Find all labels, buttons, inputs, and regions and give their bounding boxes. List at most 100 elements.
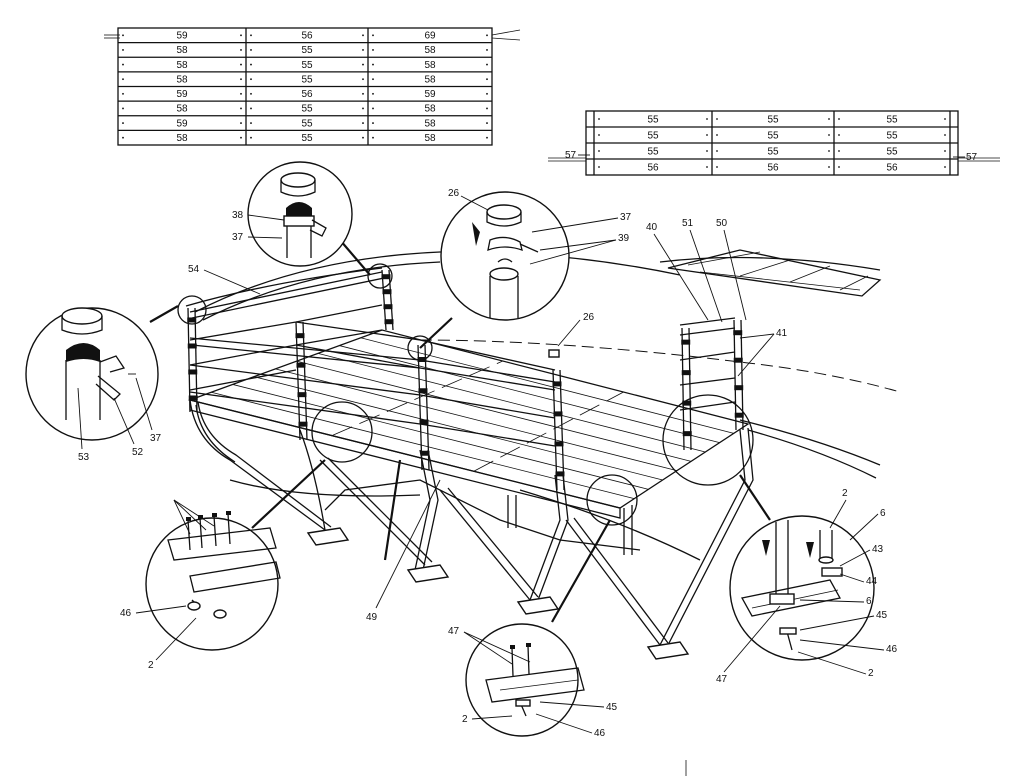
nail-dot	[828, 166, 830, 168]
plank-cell: 55	[767, 147, 779, 158]
plank-cell: 55	[301, 118, 313, 129]
plank-cell: 58	[176, 104, 188, 115]
nail-dot	[716, 166, 718, 168]
bolt-head	[526, 643, 531, 647]
nail-dot	[372, 78, 374, 81]
nail-dot	[362, 63, 364, 66]
rail-clamp	[384, 319, 394, 325]
detail-post-cap-top: 38 37	[232, 161, 353, 267]
nail-dot	[122, 34, 124, 37]
upper-deck-section	[667, 249, 882, 297]
plank-cell: 59	[176, 31, 188, 42]
nail-dot	[362, 78, 364, 81]
nail-dot	[838, 134, 840, 136]
rail-clamp	[187, 343, 197, 349]
nail-dot	[240, 49, 242, 51]
plank-cell: 55	[647, 115, 659, 126]
label-47a: 47	[448, 626, 460, 637]
carriage-bolt	[227, 513, 231, 545]
nail-dot	[362, 92, 364, 95]
nail-dot	[716, 150, 718, 152]
nail-dot	[250, 107, 252, 110]
rail-clamp	[681, 370, 691, 376]
deck-plank-line	[360, 337, 734, 434]
post-cap-26: 26	[548, 312, 595, 358]
nail-dot	[828, 150, 830, 152]
plank-cell: 56	[767, 163, 779, 174]
rail-clamp	[188, 395, 198, 401]
nail-dot	[122, 122, 124, 124]
nail-dot	[706, 134, 708, 136]
nail-dot	[486, 78, 488, 81]
nail-dot	[250, 92, 252, 95]
rail-clamp	[553, 411, 563, 417]
label-2a: 2	[148, 660, 154, 671]
label-50: 50	[716, 218, 728, 229]
plank-cell: 58	[424, 74, 436, 85]
deck-plank-line	[296, 360, 692, 462]
plank-cell: 58	[424, 104, 436, 115]
nail-dot	[486, 49, 488, 51]
rail-clamp	[554, 441, 564, 447]
nail-dot	[716, 118, 718, 120]
rail-clamp	[682, 431, 692, 437]
rail-clamp	[188, 369, 198, 375]
plank-cell: 58	[176, 45, 188, 56]
nail-dot	[706, 166, 708, 168]
plank-cell: 55	[647, 131, 659, 142]
rail-clamp	[298, 421, 308, 427]
nail-dot	[122, 107, 124, 110]
nail-dot	[828, 118, 830, 120]
railing-post	[559, 369, 565, 491]
nail-dot	[362, 136, 364, 139]
plank-cell: 55	[886, 115, 898, 126]
label-45b: 45	[876, 610, 888, 621]
rail-clamp	[187, 317, 197, 323]
carriage-bolt	[187, 519, 191, 551]
railing-post	[688, 327, 692, 451]
deck-plank-line	[232, 384, 649, 490]
plank-cell: 56	[301, 31, 313, 42]
deck-plank-line	[253, 376, 663, 481]
label-52: 52	[132, 447, 144, 458]
plank-cell: 59	[176, 89, 188, 100]
railing-post	[295, 321, 301, 441]
rail-clamp	[295, 333, 305, 339]
nail-dot	[362, 107, 364, 110]
nail-dot	[372, 136, 374, 139]
label-44: 44	[866, 576, 878, 587]
rail-clamp	[733, 330, 743, 336]
railing-post	[187, 307, 191, 413]
label-40: 40	[646, 222, 658, 233]
label-37c: 37	[150, 433, 162, 444]
nail-dot	[372, 92, 374, 95]
label-46b: 46	[594, 728, 606, 739]
support-legs	[189, 399, 754, 660]
label-26a: 26	[448, 188, 460, 199]
plank-cell: 55	[301, 60, 313, 71]
rail-clamp	[552, 381, 562, 387]
plank-cell: 55	[647, 147, 659, 158]
nail-dot	[362, 34, 364, 37]
label-2b: 2	[462, 714, 468, 725]
plank-cell: 55	[767, 115, 779, 126]
plank-cell: 58	[176, 60, 188, 71]
nail-dot	[706, 150, 708, 152]
label-6b: 6	[866, 596, 872, 607]
rail-clamp	[734, 412, 744, 418]
nail-dot	[486, 107, 488, 110]
label-46a: 46	[120, 608, 132, 619]
nail-dot	[250, 49, 252, 51]
nail-dot	[838, 118, 840, 120]
nail-dot	[486, 34, 488, 37]
deck-joint-line	[473, 391, 624, 472]
plank-cell: 55	[301, 74, 313, 85]
rail-clamp	[381, 274, 391, 280]
deck-plank-line	[275, 368, 677, 472]
label-6a: 6	[880, 508, 886, 519]
deck-plank-line	[317, 352, 706, 453]
plank-cell: 56	[301, 89, 313, 100]
nail-dot	[240, 63, 242, 66]
nail-dot	[944, 150, 946, 152]
